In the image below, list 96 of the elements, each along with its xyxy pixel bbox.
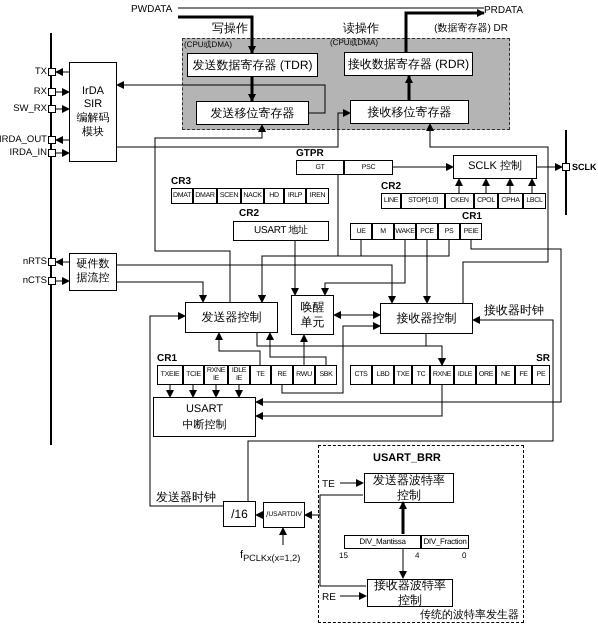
arrow xyxy=(399,501,407,534)
arrow xyxy=(258,174,338,303)
bit-number: 4 xyxy=(415,550,420,562)
arrow xyxy=(189,384,197,398)
arrow xyxy=(55,136,70,144)
arrow xyxy=(528,178,536,194)
signal-label: RE xyxy=(322,591,341,604)
arrow xyxy=(482,178,490,194)
dashed-group-box xyxy=(318,445,524,623)
register-name: CR2 xyxy=(381,181,402,193)
arrow xyxy=(255,384,442,420)
interrupt-control-box: USART 中断控制 xyxy=(153,397,256,437)
bus-label: PWDATA xyxy=(131,3,178,16)
arrow xyxy=(255,240,562,406)
register-name: CR1 xyxy=(157,353,178,365)
arrow xyxy=(56,88,70,96)
bus-label: PRDATA xyxy=(484,4,534,17)
register-name: GTPR xyxy=(296,148,324,160)
arrow xyxy=(392,163,454,171)
register-name: USART_BRR xyxy=(373,452,441,464)
register-name: CR1 xyxy=(462,211,482,223)
bit-number: 0 xyxy=(462,550,466,562)
arrow xyxy=(248,316,554,502)
baud-control-box: 发送器波特率控制 xyxy=(364,473,454,503)
arrow xyxy=(178,16,256,54)
arrow xyxy=(340,592,367,600)
pin-label: nRTS xyxy=(22,256,47,268)
source-note: (CPU或DMA) xyxy=(330,37,378,49)
arrow xyxy=(506,178,514,194)
arrow xyxy=(291,240,299,296)
register-name: CR2 xyxy=(239,208,260,220)
arrow xyxy=(166,384,174,398)
register-field: DIV_Mantissa xyxy=(344,535,421,549)
source-note: (CPU或DMA) xyxy=(184,39,232,51)
register-box: 发送移位寄存器 xyxy=(196,101,309,125)
arrow xyxy=(255,511,264,519)
arrow xyxy=(55,68,70,76)
pin-label: nCTS xyxy=(22,275,47,287)
codec-box: IrDA SIR 编解码模块 xyxy=(69,62,117,162)
edge-label: 接收器时钟 xyxy=(484,303,544,317)
bit-number: 15 xyxy=(339,550,348,562)
arrow xyxy=(116,81,326,114)
register-name: SR xyxy=(536,353,550,365)
arrow xyxy=(154,124,266,302)
arrow xyxy=(248,77,256,102)
signal-label: TE xyxy=(322,478,341,491)
arrow xyxy=(116,109,351,148)
control-box: 发送器控制 xyxy=(185,302,278,333)
arrow xyxy=(333,311,381,319)
arrow xyxy=(56,105,70,113)
control-box: SCLK 控制 xyxy=(453,155,537,179)
arrow xyxy=(150,312,224,506)
pin-label: TX xyxy=(34,66,47,78)
pin-label: SCLK xyxy=(572,161,596,173)
register-box: 接收移位寄存器 xyxy=(350,100,469,124)
group-caption: 传统的波特率发生器 xyxy=(420,609,519,621)
arrow xyxy=(116,282,207,303)
pin-label: RX xyxy=(34,86,47,98)
wakeup-box: 唤醒单元 xyxy=(291,295,334,335)
arrow xyxy=(266,332,326,366)
arrow xyxy=(340,479,364,487)
register-field: DIV_Fraction xyxy=(421,535,469,549)
arrow xyxy=(405,75,413,100)
arrow xyxy=(282,322,381,394)
edge-label: 写操作 xyxy=(212,21,248,35)
register-box: 接收数据寄存器 (RDR) xyxy=(344,52,473,76)
register-box: 发送数据寄存器 (TDR) xyxy=(187,53,318,77)
arrow xyxy=(116,264,396,304)
clock-label: f$_{PCLKx(x=1,2)}$ xyxy=(240,545,326,565)
flow-control-box: 硬件数据流控 xyxy=(69,253,117,291)
arrow xyxy=(304,511,366,586)
arrow xyxy=(536,163,563,171)
register-name: CR3 xyxy=(171,176,192,188)
arrow xyxy=(212,384,220,398)
edge-label: 发送器时钟 xyxy=(156,490,216,504)
arrow xyxy=(215,332,260,366)
arrow xyxy=(321,240,406,296)
arrow xyxy=(399,548,407,579)
arrow xyxy=(300,334,308,366)
control-box: 接收器控制 xyxy=(380,303,473,334)
arrow xyxy=(423,240,431,304)
arrow xyxy=(426,123,548,304)
arrow xyxy=(455,178,463,194)
pin-label: IRDA_IN xyxy=(10,147,47,159)
arrow xyxy=(404,9,485,52)
arrow xyxy=(235,384,243,398)
arrow xyxy=(56,149,70,157)
pin-label: IRDA_OUT xyxy=(0,134,47,146)
pin-label: SW_RX xyxy=(13,103,47,115)
arrow xyxy=(426,334,446,366)
group-heading: (数据寄存器) DR xyxy=(434,23,508,35)
arrow xyxy=(55,258,70,266)
arrow xyxy=(56,277,70,285)
address-field: USART 地址 xyxy=(233,221,329,241)
edge-label: 读操作 xyxy=(343,21,379,35)
arrow xyxy=(279,527,287,546)
